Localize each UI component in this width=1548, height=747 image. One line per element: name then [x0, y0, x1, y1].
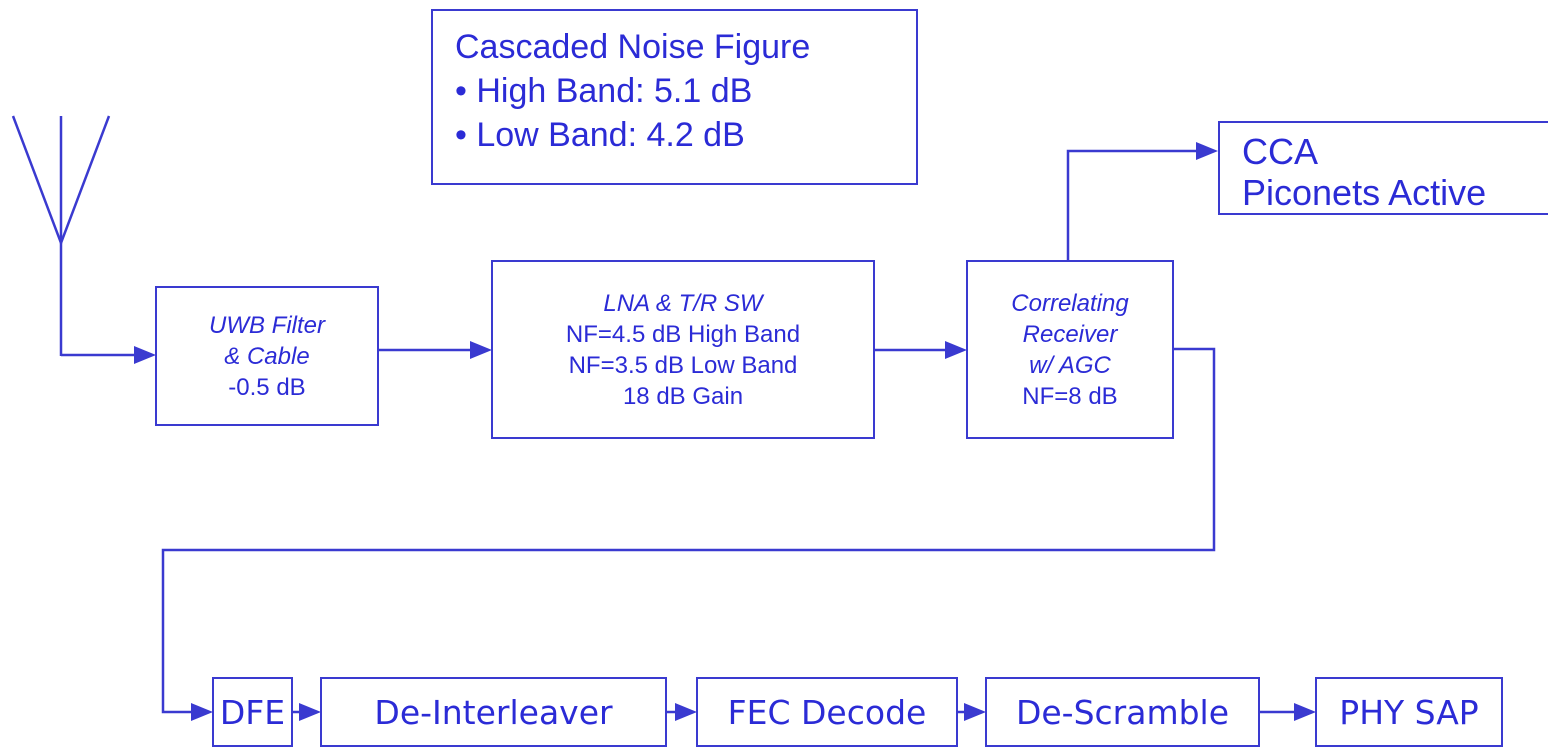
- receiver-line-2: Receiver: [1022, 320, 1118, 348]
- descramble-to-physap-arrow: [1260, 703, 1316, 721]
- receiver-nf: NF=8 dB: [1022, 382, 1118, 410]
- lna-to-receiver-arrow: [875, 341, 967, 359]
- deinterleaver-box: De-Interleaver: [320, 677, 667, 747]
- lna-nf-low: NF=3.5 dB Low Band: [568, 351, 798, 379]
- cca-box: CCA Piconets Active: [1218, 121, 1548, 215]
- filter-name: UWB Filter: [209, 311, 325, 339]
- filter-loss: -0.5 dB: [228, 373, 306, 401]
- cca-label: CCA: [1242, 131, 1319, 172]
- antenna-icon: [11, 115, 111, 356]
- filter-cable: & Cable: [224, 342, 310, 370]
- cascaded-noise-figure-box: Cascaded Noise Figure • High Band: 5.1 d…: [431, 9, 918, 185]
- noise-figure-high-band: • High Band: 5.1 dB: [455, 72, 753, 110]
- antenna-to-filter-arrow: [61, 346, 156, 364]
- receiver-to-cca-arrow: [1066, 142, 1218, 260]
- deinterleaver-to-fec-arrow: [667, 703, 697, 721]
- receiver-line-3: w/ AGC: [1029, 351, 1111, 379]
- correlating-receiver-box: Correlating Receiver w/ AGC NF=8 dB: [966, 260, 1174, 439]
- fec-to-descramble-arrow: [958, 703, 986, 721]
- phy-sap-box: PHY SAP: [1315, 677, 1503, 747]
- receiver-to-dfe-arrow: [161, 347, 1216, 721]
- descramble-box: De-Scramble: [985, 677, 1260, 747]
- lna-gain: 18 dB Gain: [622, 382, 744, 410]
- lna-name: LNA & T/R SW: [603, 289, 763, 317]
- dfe-box: DFE: [212, 677, 293, 747]
- filter-to-lna-arrow: [379, 341, 492, 359]
- noise-figure-low-band: • Low Band: 4.2 dB: [455, 116, 745, 154]
- uwb-filter-box: UWB Filter & Cable -0.5 dB: [155, 286, 379, 426]
- dfe-to-deinterleaver-arrow: [293, 703, 321, 721]
- piconets-active-label: Piconets Active: [1242, 172, 1487, 213]
- noise-figure-title: Cascaded Noise Figure: [455, 28, 811, 66]
- lna-nf-high: NF=4.5 dB High Band: [565, 320, 801, 348]
- lna-box: LNA & T/R SW NF=4.5 dB High Band NF=3.5 …: [491, 260, 875, 439]
- receiver-line-1: Correlating: [1011, 289, 1129, 317]
- fec-decode-box: FEC Decode: [696, 677, 958, 747]
